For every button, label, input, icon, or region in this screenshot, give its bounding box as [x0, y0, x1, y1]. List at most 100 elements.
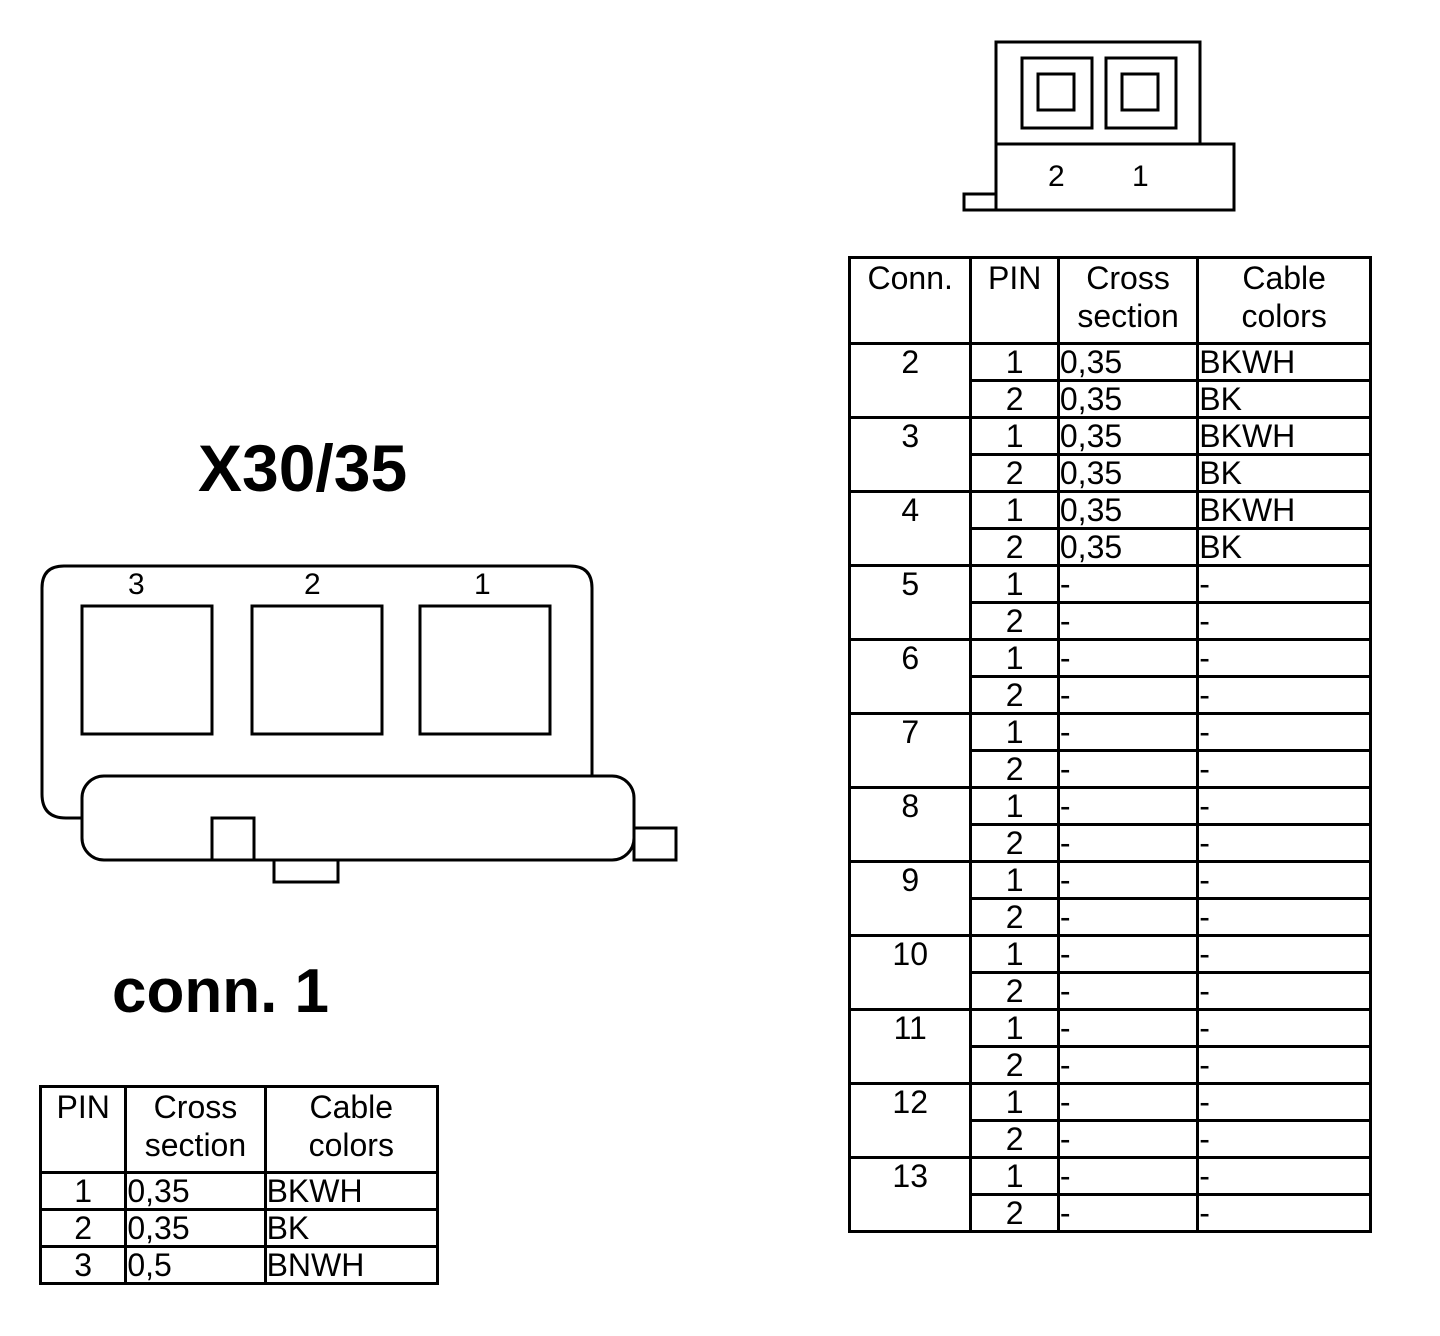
- cell-color: -: [1196, 1045, 1372, 1085]
- cell-cross-section: 0,35: [1056, 490, 1200, 530]
- cell-pin: 3: [38, 1245, 128, 1285]
- header-conn: Conn.: [847, 256, 973, 345]
- header-cable-colors: Cable colors: [263, 1085, 440, 1174]
- table-row: 2--: [850, 1045, 1372, 1085]
- pin-label-1: 1: [474, 568, 491, 601]
- table-row: 2--: [850, 1119, 1372, 1159]
- cell-conn: 11: [847, 1008, 973, 1085]
- cell-cross-section: 0,35: [1056, 453, 1200, 493]
- cell-cross-section: -: [1056, 786, 1200, 826]
- cell-conn: 10: [847, 934, 973, 1011]
- connector-base: [80, 774, 636, 862]
- header-cable-colors: Cable colors: [1196, 256, 1372, 345]
- cell-pin: 1: [38, 1171, 128, 1211]
- cell-pin: 2: [969, 1119, 1060, 1159]
- pin-cavity-2-inner: [1036, 72, 1076, 112]
- cell-cross-section: -: [1056, 1082, 1200, 1122]
- cell-conn: 12: [847, 1082, 973, 1159]
- cell-cross-section: 0,35: [1056, 379, 1200, 419]
- table-row: 2--: [850, 897, 1372, 937]
- conn1-pin-table: PIN Cross section Cable colors 1 0,35 BK…: [38, 1085, 440, 1285]
- cell-color: -: [1196, 1156, 1372, 1196]
- table-row: 3 0,5 BNWH: [38, 1245, 440, 1285]
- header-cross-section: Cross section: [124, 1085, 267, 1174]
- pin-cavity-1: [418, 604, 552, 736]
- pin-cavity-1-outer: [1104, 56, 1178, 130]
- cell-color: BKWH: [1196, 416, 1372, 456]
- pin-label-2: 2: [304, 568, 321, 601]
- cell-color: -: [1196, 897, 1372, 937]
- pin-cavity-1-inner: [1120, 72, 1160, 112]
- cell-cross-section: 0,5: [124, 1245, 267, 1285]
- cell-cross-section: -: [1056, 823, 1200, 863]
- header-cross-section: Cross section: [1056, 256, 1200, 345]
- connector-title: X30/35: [198, 431, 408, 505]
- connector-base: [994, 142, 1236, 212]
- cell-color: -: [1196, 934, 1372, 974]
- table-row: 2--: [850, 823, 1372, 863]
- cell-cross-section: -: [1056, 601, 1200, 641]
- header-pin: PIN: [38, 1085, 128, 1174]
- cell-color: BK: [1196, 453, 1372, 493]
- cell-conn: 5: [847, 564, 973, 641]
- cell-conn: 7: [847, 712, 973, 789]
- cell-cross-section: -: [1056, 1193, 1200, 1233]
- cell-color: BKWH: [1196, 490, 1372, 530]
- table-row: 2--: [850, 601, 1372, 641]
- cell-color: BKWH: [263, 1171, 440, 1211]
- table-row: 2 0,35 BK: [38, 1208, 440, 1248]
- pin-label-2-right: 2: [1048, 160, 1065, 193]
- table-row: 2--: [850, 749, 1372, 789]
- cell-pin: 2: [969, 823, 1060, 863]
- cell-color: BK: [263, 1208, 440, 1248]
- cell-pin: 2: [969, 379, 1060, 419]
- cell-cross-section: -: [1056, 1119, 1200, 1159]
- cell-pin: 1: [969, 416, 1060, 456]
- cell-cross-section: -: [1056, 564, 1200, 604]
- cell-pin: 2: [969, 675, 1060, 715]
- cell-cross-section: -: [1056, 1156, 1200, 1196]
- cell-conn: 9: [847, 860, 973, 937]
- cell-pin: 1: [969, 638, 1060, 678]
- cell-color: -: [1196, 638, 1372, 678]
- pin-cavity-3: [80, 604, 214, 736]
- cell-pin: 2: [969, 1045, 1060, 1085]
- cell-pin: 2: [969, 897, 1060, 937]
- cell-color: -: [1196, 564, 1372, 604]
- side-tab: [632, 826, 678, 862]
- cell-cross-section: -: [1056, 638, 1200, 678]
- table-row: 1 0,35 BKWH: [38, 1171, 440, 1211]
- cell-pin: 1: [969, 564, 1060, 604]
- cell-color: -: [1196, 1193, 1372, 1233]
- cell-color: BK: [1196, 379, 1372, 419]
- bottom-tab: [272, 858, 340, 884]
- cell-color: -: [1196, 786, 1372, 826]
- cell-cross-section: 0,35: [1056, 527, 1200, 567]
- cell-color: BNWH: [263, 1245, 440, 1285]
- cell-cross-section: -: [1056, 971, 1200, 1011]
- cell-conn: 8: [847, 786, 973, 863]
- side-tab: [962, 192, 998, 212]
- cell-cross-section: -: [1056, 897, 1200, 937]
- cell-pin: 1: [969, 1082, 1060, 1122]
- cell-color: -: [1196, 1008, 1372, 1048]
- cell-cross-section: -: [1056, 675, 1200, 715]
- table-row: 2--: [850, 1193, 1372, 1233]
- table-row: 2--: [850, 971, 1372, 1011]
- cell-pin: 2: [969, 453, 1060, 493]
- three-pin-connector-drawing: [40, 564, 678, 884]
- cell-pin: 1: [969, 934, 1060, 974]
- cell-color: -: [1196, 749, 1372, 789]
- cell-conn: 6: [847, 638, 973, 715]
